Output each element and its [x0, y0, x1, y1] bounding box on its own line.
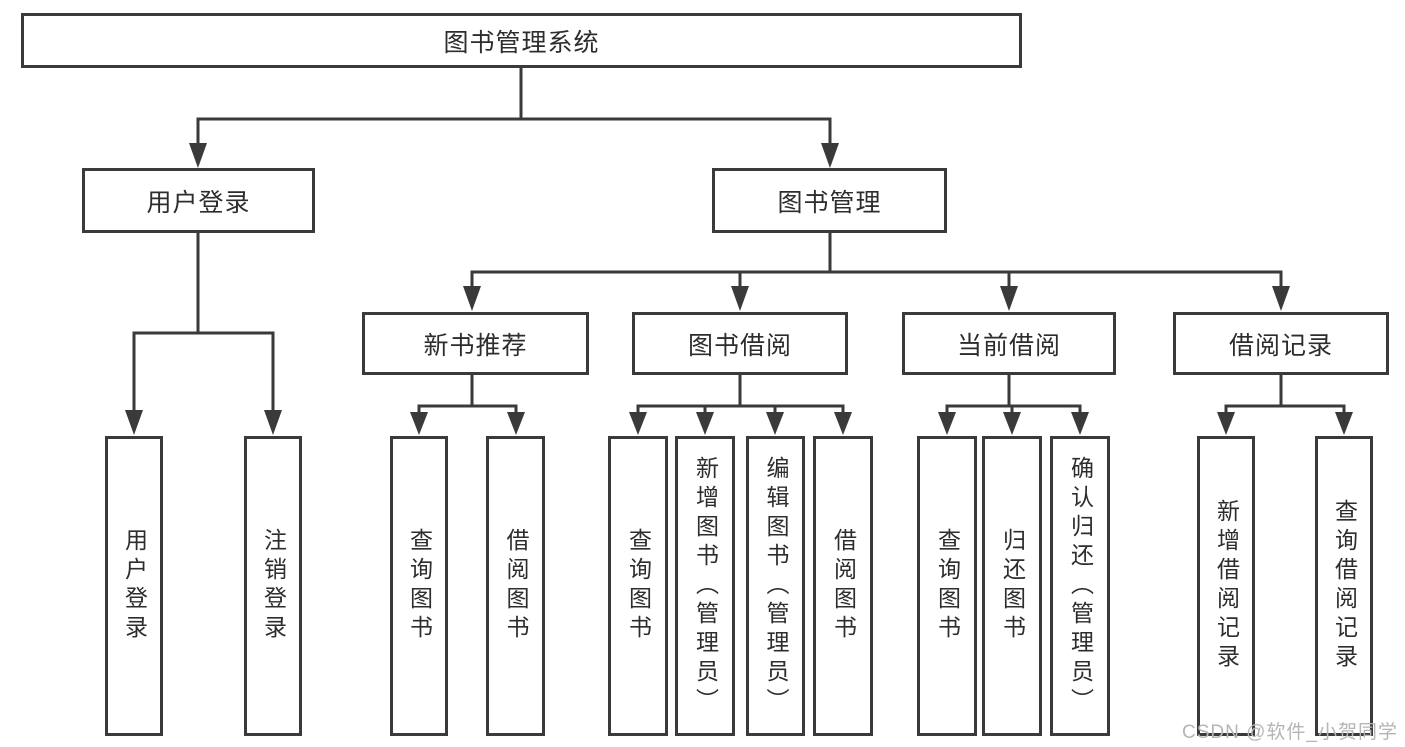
node-book-management: 图书管理	[712, 168, 947, 233]
arrowhead	[834, 412, 852, 435]
arrowhead	[410, 412, 428, 435]
arrowhead	[1217, 412, 1235, 435]
arrowhead	[264, 410, 282, 435]
arrowhead	[125, 410, 143, 435]
leaf-edit-books-admin: 编辑图书（管理员）	[746, 436, 805, 736]
arrowhead	[938, 412, 956, 435]
leaf-logout: 注销登录	[244, 436, 302, 736]
node-new-book-recommend-label: 新书推荐	[423, 331, 528, 360]
node-current-borrow: 当前借阅	[902, 312, 1116, 375]
leaf-borrow-books: 借阅图书	[813, 436, 873, 736]
leaf-add-books-admin: 新增图书（管理员）	[675, 436, 735, 736]
arrowhead	[1071, 412, 1089, 435]
leaf-query-borrow-record: 查询借阅记录	[1315, 436, 1373, 736]
leaf-return-books: 归还图书	[982, 436, 1042, 736]
leaf-user-login: 用户登录	[105, 436, 163, 736]
node-borrow-records: 借阅记录	[1173, 312, 1389, 375]
node-book-management-label: 图书管理	[777, 188, 882, 217]
leaf-borrow-query-books: 查询图书	[608, 436, 668, 736]
leaf-confirm-return-admin: 确认归还（管理员）	[1050, 436, 1110, 736]
arrowhead	[1272, 286, 1290, 311]
arrowhead	[507, 412, 525, 435]
node-current-borrow-label: 当前借阅	[956, 331, 1061, 360]
arrowhead	[1335, 412, 1353, 435]
node-user-login-label: 用户登录	[146, 188, 251, 217]
node-book-borrow: 图书借阅	[632, 312, 848, 375]
arrowhead	[731, 286, 749, 311]
node-root-label: 图书管理系统	[443, 28, 600, 57]
leaf-recommend-borrow-books: 借阅图书	[486, 436, 545, 736]
node-new-book-recommend: 新书推荐	[362, 312, 589, 375]
arrowhead	[189, 143, 207, 168]
csdn-watermark: CSDN @软件_小贺同学	[1182, 722, 1398, 743]
leaf-current-query-books: 查询图书	[917, 436, 977, 736]
node-borrow-records-label: 借阅记录	[1228, 331, 1333, 360]
arrowhead	[766, 412, 784, 435]
arrowhead	[1000, 286, 1018, 311]
leaf-add-borrow-record: 新增借阅记录	[1197, 436, 1255, 736]
leaf-recommend-query-books: 查询图书	[390, 436, 448, 736]
arrowhead	[696, 412, 714, 435]
node-user-login: 用户登录	[82, 168, 315, 233]
node-root: 图书管理系统	[21, 13, 1022, 68]
arrowhead	[1003, 412, 1021, 435]
arrowhead	[463, 286, 481, 311]
arrowhead	[629, 412, 647, 435]
node-book-borrow-label: 图书借阅	[687, 331, 792, 360]
arrowhead	[821, 143, 839, 168]
